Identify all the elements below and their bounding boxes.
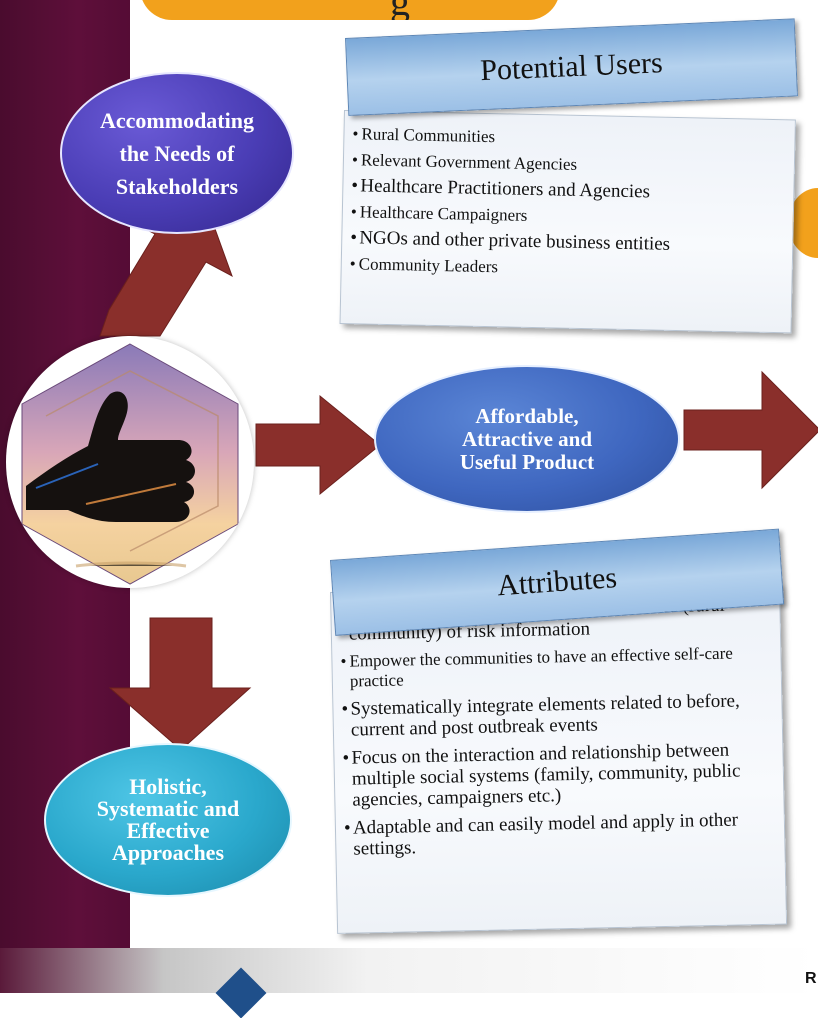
thumbs-up-icon [21,343,239,585]
approaches-line-4: Approaches [111,840,225,865]
product-line-2: Attractive and [461,426,593,451]
arrow-right-to-product [255,394,381,496]
attributes-title: Attributes [496,561,619,603]
thumbs-up-image-circle [6,336,254,588]
attributes-item: Adaptable and can easily model and apply… [344,809,785,860]
potential-users-panel: Rural Communities Relevant Government Ag… [339,110,796,334]
attributes-item: Empower the communities to have an effec… [340,643,781,692]
product-node: Affordable, Attractive and Useful Produc… [374,365,680,513]
approaches-line-1: Holistic, [129,774,207,799]
attributes-panel: Clear identification of the target consu… [330,582,788,934]
top-banner: g [140,0,560,20]
approaches-node: Holistic, Systematic and Effective Appro… [44,743,292,897]
stakeholders-node: Accommodating the Needs of Stakeholders [60,72,294,234]
potential-users-title: Potential Users [479,46,664,88]
product-line-1: Affordable, [475,403,579,428]
bottom-right-letter: R [805,970,817,987]
arrow-down-to-approaches [108,617,252,751]
approaches-line-2: Systematic and [96,796,240,821]
stakeholders-line-1: Accommodating [100,107,254,133]
attributes-item: Focus on the interaction and relationshi… [342,739,783,811]
top-banner-text-fragment: g [390,0,410,20]
potential-users-list: Rural Communities Relevant Government Ag… [342,111,795,286]
approaches-line-3: Effective [126,818,210,843]
arrow-right-from-product [683,370,818,490]
attributes-item: Systematically integrate elements relate… [341,690,782,741]
bottom-strip [0,948,818,993]
stakeholders-line-3: Stakeholders [115,173,239,199]
stakeholders-line-2: the Needs of [119,140,235,166]
product-line-3: Useful Product [459,449,595,474]
